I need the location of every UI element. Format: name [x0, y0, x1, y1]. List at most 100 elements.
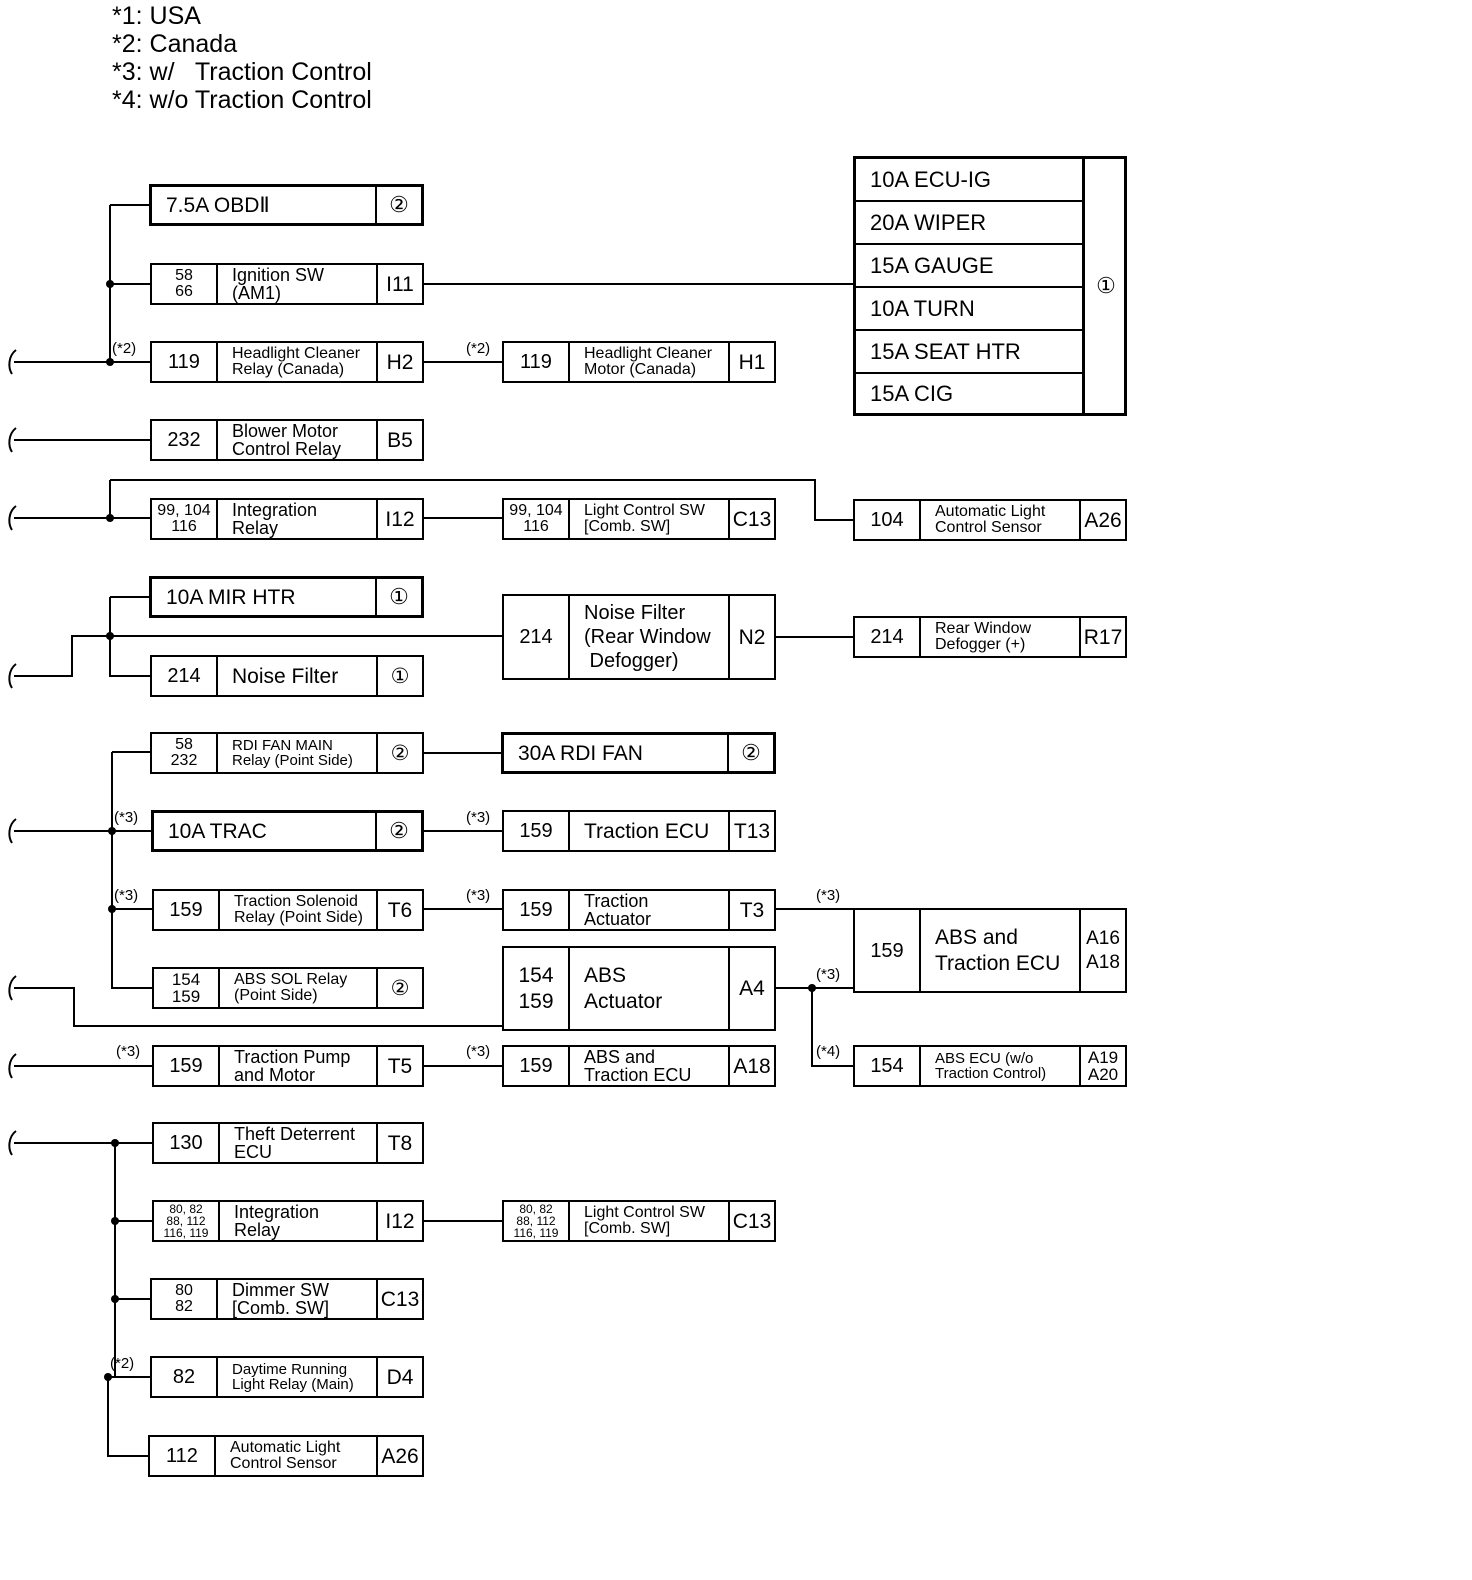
- rdi-fan-main-relay-name: RDI FAN MAIN Relay (Point Side): [232, 737, 353, 769]
- headlight-cleaner-motor-name: Headlight Cleaner Motor (Canada): [584, 345, 713, 378]
- abs-ecu-wo-trac-box: 154 ABS ECU (w/o Traction Control) A19 A…: [853, 1045, 1127, 1087]
- headlight-cleaner-relay-box: 119 Headlight Cleaner Relay (Canada) H2: [150, 341, 424, 383]
- traction-pump-name: Traction Pump and Motor: [234, 1047, 351, 1085]
- noise-filter-box: 214 Noise Filter ①: [150, 655, 424, 697]
- fuse-gauge: 15A GAUGE: [856, 245, 1082, 288]
- integration-relay-2-code: I12: [376, 1202, 422, 1240]
- abs-sol-relay-code: ②: [376, 969, 422, 1007]
- abs-ecu-wo-trac-name: ABS ECU (w/o Traction Control): [935, 1050, 1047, 1082]
- obd-fuse-code: ②: [375, 187, 421, 223]
- fuse-block-code: ①: [1082, 159, 1127, 413]
- trac-fuse-code: ②: [375, 813, 421, 849]
- note-w-trac-7: (*3): [116, 1043, 141, 1060]
- theft-deterrent-ecu-name: Theft Deterrent ECU: [234, 1124, 356, 1162]
- abs-ecu-wo-trac-pins: 154: [855, 1047, 921, 1085]
- abs-traction-ecu-box: 159 ABS and Traction ECU A16 A18: [853, 908, 1127, 993]
- abs-traction-ecu-code: A16 A18: [1079, 910, 1125, 991]
- note-wo-trac: (*4): [816, 1043, 841, 1060]
- fuse-cig: 15A CIG: [870, 380, 954, 406]
- note-w-trac-1: (*3): [114, 809, 139, 826]
- noise-filter-defogger-name: Noise Filter (Rear Window Defogger): [584, 602, 711, 672]
- note-w-trac-4: (*3): [466, 887, 491, 904]
- rdi-fan-fuse-code: ②: [727, 735, 773, 771]
- fuse-block: 10A ECU-IG 20A WIPER 15A GAUGE 10A TURN …: [853, 156, 1127, 416]
- traction-ecu-name: Traction ECU: [584, 819, 710, 843]
- auto-light-sensor-box: 104 Automatic Light Control Sensor A26: [853, 499, 1127, 541]
- abs-traction-ecu-small-code: A18: [728, 1047, 774, 1085]
- blower-motor-relay-name: Blower Motor Control Relay: [232, 421, 342, 459]
- auto-light-sensor-code: A26: [1079, 501, 1125, 539]
- integration-relay-2-name: Integration Relay: [234, 1202, 320, 1240]
- theft-deterrent-ecu-code: T8: [376, 1124, 422, 1162]
- fuse-seat-htr: 15A SEAT HTR: [856, 331, 1082, 374]
- auto-light-sensor-2-name: Automatic Light Control Sensor: [230, 1439, 341, 1472]
- note-w-trac-8: (*3): [466, 1043, 491, 1060]
- note-w-trac-2: (*3): [466, 809, 491, 826]
- abs-traction-ecu-small-box: 159 ABS and Traction ECU A18: [502, 1045, 776, 1087]
- traction-pump-code: T5: [376, 1047, 422, 1085]
- note-w-trac-6: (*3): [816, 966, 841, 983]
- rear-window-defogger-name: Rear Window Defogger (+): [935, 620, 1032, 653]
- noise-filter-name: Noise Filter: [232, 664, 339, 688]
- light-control-sw-2-code: C13: [728, 1202, 774, 1240]
- integration-relay-pins: 99, 104 116: [152, 500, 218, 538]
- traction-solenoid-relay-pins: 159: [154, 891, 220, 929]
- abs-actuator-box: 154 159 ABS Actuator A4: [502, 946, 776, 1031]
- drl-relay-code: D4: [376, 1358, 422, 1396]
- auto-light-sensor-2-pins: 112: [150, 1437, 216, 1475]
- headlight-cleaner-relay-name: Headlight Cleaner Relay (Canada): [232, 345, 361, 378]
- abs-sol-relay-pins: 154 159: [154, 969, 220, 1007]
- drl-relay-pins: 82: [152, 1358, 218, 1396]
- noise-filter-defogger-code: N2: [728, 596, 774, 678]
- obd-fuse-name: 7.5A OBDⅡ: [166, 193, 270, 217]
- light-control-sw-2-name: Light Control SW [Comb. SW]: [584, 1204, 705, 1237]
- obd-fuse-box: 7.5A OBDⅡ ②: [149, 184, 424, 226]
- integration-relay-2-pins: 80, 82 88, 112 116, 119: [154, 1202, 220, 1240]
- drl-relay-name: Daytime Running Light Relay (Main): [232, 1361, 354, 1393]
- ignition-sw-box: 58 66 Ignition SW (AM1) I11: [150, 263, 424, 305]
- theft-deterrent-ecu-box: 130 Theft Deterrent ECU T8: [152, 1122, 424, 1164]
- headlight-cleaner-motor-pins: 119: [504, 343, 570, 381]
- rear-window-defogger-box: 214 Rear Window Defogger (+) R17: [853, 616, 1127, 658]
- rdi-fan-main-relay-pins: 58 232: [152, 734, 218, 772]
- light-control-sw-name: Light Control SW [Comb. SW]: [584, 502, 705, 535]
- auto-light-sensor-name: Automatic Light Control Sensor: [935, 503, 1046, 536]
- theft-deterrent-ecu-pins: 130: [154, 1124, 220, 1162]
- legend-item-canada: *2: Canada: [112, 30, 238, 58]
- abs-sol-relay-name: ABS SOL Relay (Point Side): [234, 971, 348, 1004]
- legend-item-without-traction: *4: w/o Traction Control: [112, 86, 372, 114]
- blower-motor-relay-box: 232 Blower Motor Control Relay B5: [150, 419, 424, 461]
- auto-light-sensor-2-code: A26: [376, 1437, 422, 1475]
- fuse-ecu-ig: 10A ECU-IG: [856, 159, 1082, 202]
- legend: *1: USA *2: Canada *3: w/ Traction Contr…: [112, 2, 372, 114]
- light-control-sw-code: C13: [728, 500, 774, 538]
- abs-sol-relay-box: 154 159 ABS SOL Relay (Point Side) ②: [152, 967, 424, 1009]
- traction-pump-box: 159 Traction Pump and Motor T5: [152, 1045, 424, 1087]
- legend-item-with-traction: *3: w/ Traction Control: [112, 58, 372, 86]
- note-w-trac-5: (*3): [816, 887, 841, 904]
- rear-window-defogger-code: R17: [1079, 618, 1125, 656]
- integration-relay-name: Integration Relay: [232, 500, 318, 538]
- headlight-cleaner-relay-pins: 119: [152, 343, 218, 381]
- abs-traction-ecu-small-name: ABS and Traction ECU: [584, 1047, 692, 1085]
- noise-filter-defogger-box: 214 Noise Filter (Rear Window Defogger) …: [502, 594, 776, 680]
- traction-ecu-box: 159 Traction ECU T13: [502, 810, 776, 852]
- integration-relay-2-box: 80, 82 88, 112 116, 119 Integration Rela…: [152, 1200, 424, 1242]
- fuse-turn: 10A TURN: [856, 288, 1082, 331]
- rdi-fan-fuse-box: 30A RDI FAN ②: [501, 732, 776, 774]
- noise-filter-pins: 214: [152, 657, 218, 695]
- ignition-sw-name: Ignition SW (AM1): [232, 265, 325, 303]
- auto-light-sensor-2-box: 112 Automatic Light Control Sensor A26: [148, 1435, 424, 1477]
- abs-traction-ecu-pins: 159: [855, 910, 921, 991]
- drl-relay-box: 82 Daytime Running Light Relay (Main) D4: [150, 1356, 424, 1398]
- trac-fuse-name: 10A TRAC: [168, 819, 267, 843]
- rdi-fan-fuse-name: 30A RDI FAN: [518, 741, 643, 765]
- integration-relay-box: 99, 104 116 Integration Relay I12: [150, 498, 424, 540]
- traction-ecu-code: T13: [728, 812, 774, 850]
- light-control-sw-2-pins: 80, 82 88, 112 116, 119: [504, 1202, 570, 1240]
- dimmer-sw-name: Dimmer SW [Comb. SW]: [232, 1280, 330, 1318]
- ignition-sw-pins: 58 66: [152, 265, 218, 303]
- legend-item-usa: *1: USA: [112, 2, 201, 30]
- headlight-cleaner-relay-code: H2: [376, 343, 422, 381]
- trac-fuse-box: 10A TRAC ②: [151, 810, 424, 852]
